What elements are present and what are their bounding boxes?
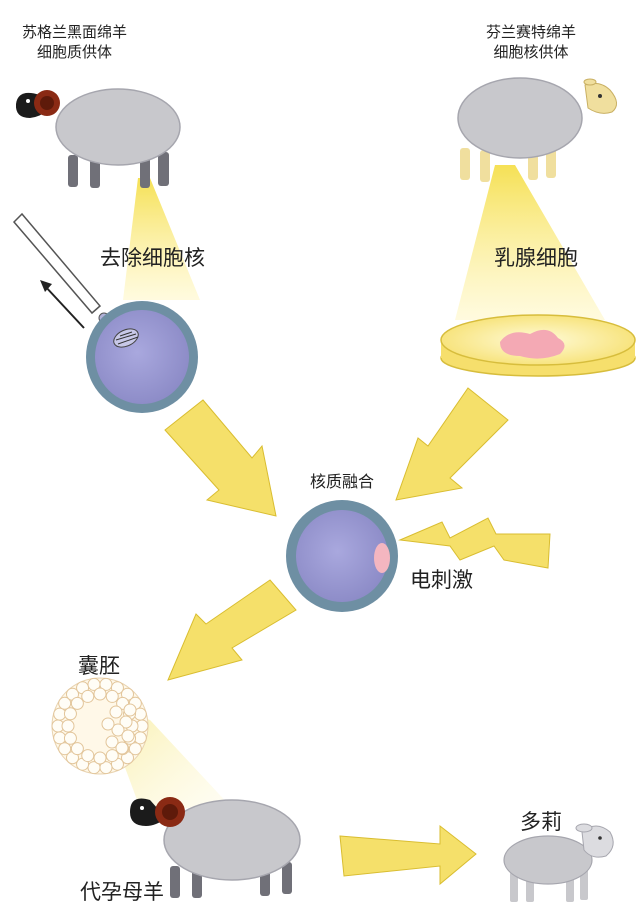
blastocyst-cell (70, 742, 84, 756)
inner-cell-mass-cell (121, 729, 135, 743)
blastocyst-cell (81, 749, 95, 763)
arrow-egg-to-fusion (164, 399, 277, 517)
blastocyst-cell (105, 689, 119, 703)
blastocyst-cell (105, 749, 119, 763)
dolly-lamb-icon (503, 823, 614, 902)
arrow-dish-to-fusion (395, 387, 509, 501)
blastocyst-cell (93, 751, 107, 765)
mammary-cell-label: 乳腺细胞 (494, 246, 578, 270)
dolly-label: 多莉 (520, 810, 562, 834)
fusion-label: 核质融合 (310, 472, 375, 491)
blastocyst-icon (51, 677, 149, 775)
enucleation-label: 去除细胞核 (100, 246, 205, 270)
blastocyst-cell (58, 742, 72, 756)
inner-cell-mass-cell (105, 735, 119, 749)
egg-cell-enucleation (86, 301, 198, 413)
inner-cell-mass-cell (101, 717, 115, 731)
blastocyst-cell (58, 696, 72, 710)
blastocyst-cell (53, 707, 67, 721)
blastocyst-cell (81, 689, 95, 703)
lightning-bolt-icon (398, 517, 551, 569)
blastocyst-label: 囊胚 (78, 654, 120, 678)
blastocyst-cell (63, 731, 77, 745)
electric-stimulation-label: 电刺激 (410, 568, 473, 592)
beam-right-sheep (455, 165, 605, 320)
inner-cell-mass-cell (119, 715, 133, 729)
arrow-surrogate-to-dolly (339, 824, 477, 886)
donor-nucleus-label: 芬兰赛特绵羊 细胞核供体 (486, 23, 577, 61)
blastocyst-cell (93, 687, 107, 701)
inner-cell-mass-cell (109, 705, 123, 719)
beam-left-sheep (123, 178, 200, 300)
surrogate-label: 代孕母羊 (80, 880, 164, 904)
petri-dish-icon (440, 314, 636, 377)
pipette-icon (12, 212, 110, 329)
blastocyst-cell (128, 742, 142, 756)
surrogate-sheep-icon (130, 797, 301, 898)
blastocyst-cell (63, 707, 77, 721)
arrow-fusion-to-blastocyst (167, 579, 297, 681)
inner-cell-mass-cell (123, 703, 137, 717)
blackface-sheep-donor-icon (15, 88, 181, 188)
donor-cytoplasm-label: 苏格兰黑面绵羊 细胞质供体 (22, 23, 128, 61)
finn-dorset-sheep-donor-icon (457, 77, 617, 182)
blastocyst-cell (61, 719, 75, 733)
blastocyst-cell (133, 731, 147, 745)
blastocyst-cell (53, 731, 67, 745)
fused-egg-cell (286, 500, 398, 612)
inner-cell-mass-cell (111, 723, 125, 737)
inner-cell-mass-cell (115, 741, 129, 755)
blastocyst-cell (70, 696, 84, 710)
